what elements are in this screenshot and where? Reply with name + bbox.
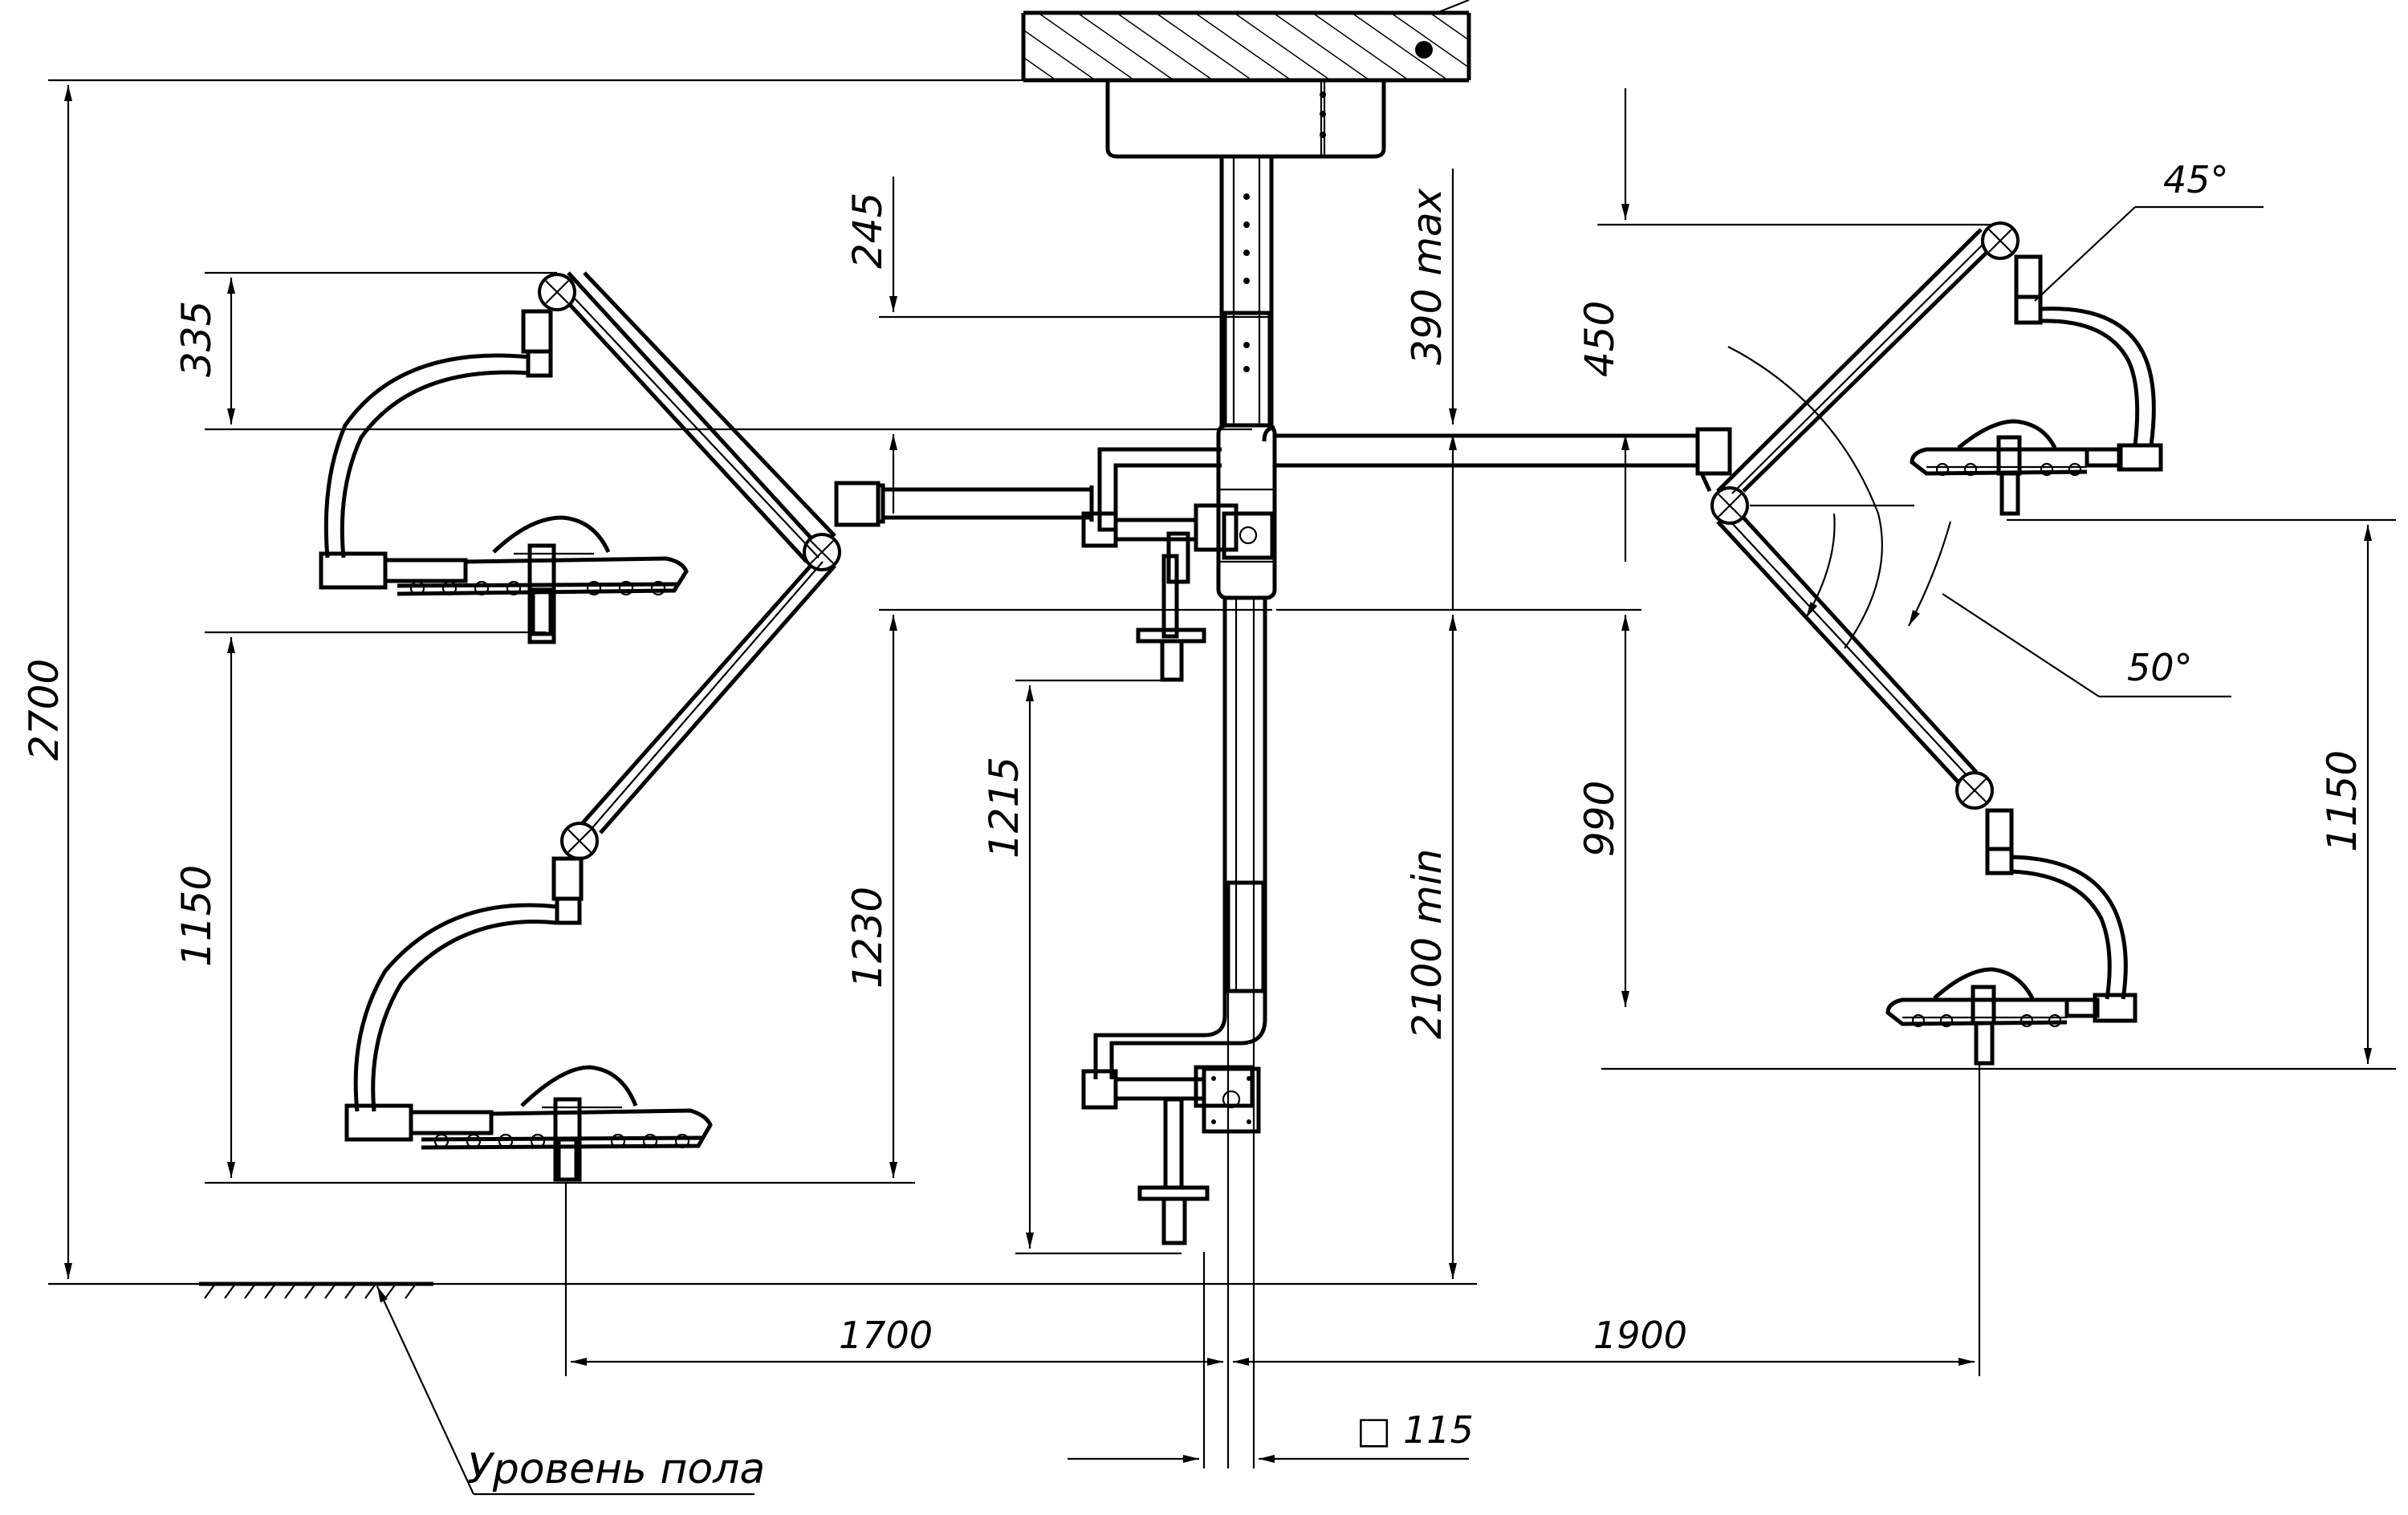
dimension-245: 245 (844, 193, 891, 269)
dimension-390-max: 390 max (1404, 188, 1450, 365)
dimension-1230: 1230 (844, 887, 891, 989)
dimension-990: 990 (1576, 781, 1623, 857)
dimension-1150-right: 1150 (2319, 750, 2365, 852)
dimension-1215: 1215 (981, 757, 1027, 859)
dimension-450: 450 (1576, 301, 1623, 377)
dimension-115: □ 115 (1357, 1408, 1474, 1452)
right-lower-lamp (1885, 808, 2138, 1066)
angle-50: 50° (2127, 646, 2193, 689)
central-column (1216, 154, 1277, 993)
left-upper-lamp (319, 309, 689, 644)
lower-monitor-bracket (1081, 991, 1267, 1245)
dimension-1150-left: 1150 (173, 865, 220, 967)
right-arm (1262, 221, 2020, 810)
ceiling-canopy (1105, 80, 1386, 159)
floor (48, 1281, 1477, 1496)
dimension-2100-min: 2100 min (1404, 849, 1450, 1039)
dimension-2700: 2700 (21, 659, 67, 761)
dimension-1900: 1900 (1593, 1314, 1687, 1357)
floor-level-label: Уровень пола (467, 1445, 765, 1493)
angle-45: 45° (2163, 158, 2229, 201)
left-lower-lamp (344, 856, 713, 1182)
dimension-335: 335 (173, 301, 220, 377)
ceiling (1021, 0, 1471, 83)
left-arm (538, 271, 1094, 860)
upper-monitor-bracket (1081, 447, 1275, 682)
dimension-1700: 1700 (839, 1314, 933, 1357)
right-upper-lamp (1910, 254, 2163, 516)
dimension-lines (48, 79, 2396, 1468)
